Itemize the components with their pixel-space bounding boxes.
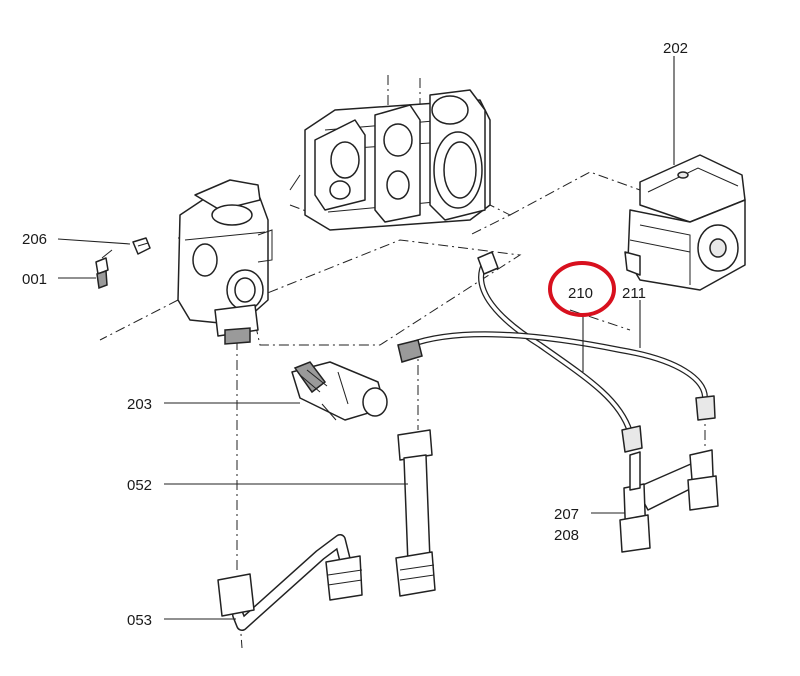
clip-206 xyxy=(132,237,151,255)
pump-block xyxy=(177,179,273,345)
label-202: 202 xyxy=(663,40,688,57)
label-211: 211 xyxy=(622,285,646,302)
label-001: 001 xyxy=(22,271,47,288)
label-207: 207 xyxy=(554,506,579,523)
label-203: 203 xyxy=(127,396,152,413)
sensor-001 xyxy=(95,249,113,290)
part-labels: 202 206 001 203 052 053 207 208 210 211 xyxy=(22,40,688,629)
pipe-053 xyxy=(217,534,363,631)
leader-lines xyxy=(57,56,675,620)
label-053: 053 xyxy=(127,612,152,629)
label-052: 052 xyxy=(127,477,152,494)
highlight-circle xyxy=(548,261,616,317)
motor-cartridge-203 xyxy=(291,361,388,421)
valve-housing-assembly xyxy=(289,89,491,231)
label-210: 210 xyxy=(568,285,593,302)
pipe-052 xyxy=(395,429,436,597)
pump-motor-202 xyxy=(624,154,746,291)
hose-211 xyxy=(397,331,716,421)
manifold-207-208 xyxy=(619,449,719,553)
label-208: 208 xyxy=(554,527,579,544)
label-206: 206 xyxy=(22,231,47,248)
hose-210 xyxy=(477,251,643,453)
